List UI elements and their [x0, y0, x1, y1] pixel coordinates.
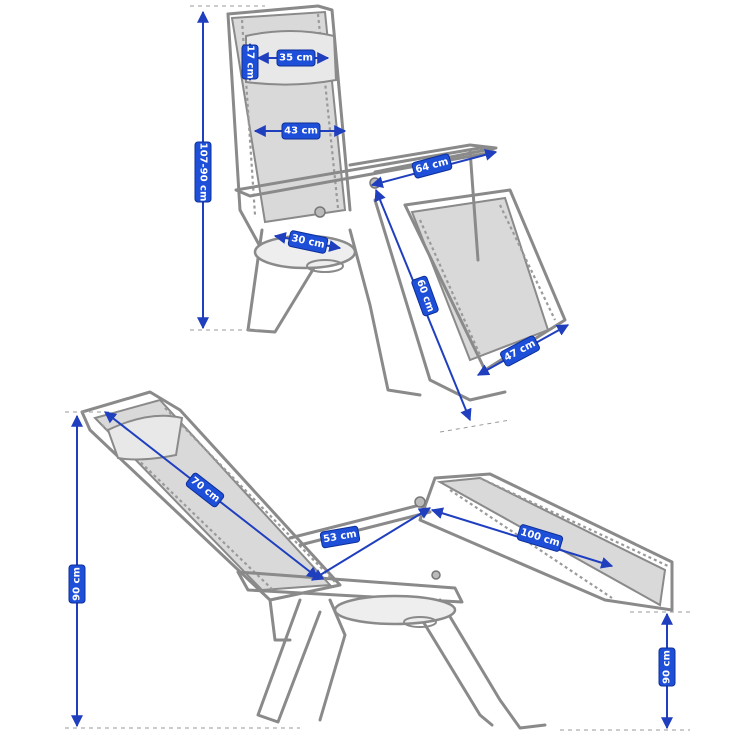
badge-total-height: 107-90 cm — [194, 141, 212, 203]
reclined-chair-illustration — [80, 390, 674, 730]
dim-depth-line — [310, 507, 432, 581]
badge-armrest-span: 64 cm — [411, 153, 453, 179]
badge-back-width: 43 cm — [281, 122, 321, 140]
guide-bottom-right — [439, 419, 511, 433]
badge-foot-height: 90 cm — [658, 647, 676, 687]
label-foot-height: 90 cm — [662, 650, 673, 684]
label-headrest-height: 17 cm — [245, 45, 256, 79]
label-headrest-width: 35 cm — [279, 53, 313, 64]
label-total-height: 107-90 cm — [198, 143, 209, 202]
badge-headrest-height: 17 cm — [241, 44, 259, 80]
badge-seat-length: 60 cm — [411, 275, 439, 317]
badge-headrest-width: 35 cm — [276, 49, 316, 67]
badge-reclined-length: 100 cm — [516, 524, 564, 552]
badge-seat-width: 47 cm — [500, 335, 540, 367]
badge-depth: 53 cm — [319, 525, 361, 549]
label-back-width: 43 cm — [284, 126, 318, 137]
badge-reclined-height: 90 cm — [68, 564, 86, 604]
badge-tray-width: 30 cm — [287, 230, 329, 254]
label-reclined-height: 90 cm — [72, 567, 83, 601]
